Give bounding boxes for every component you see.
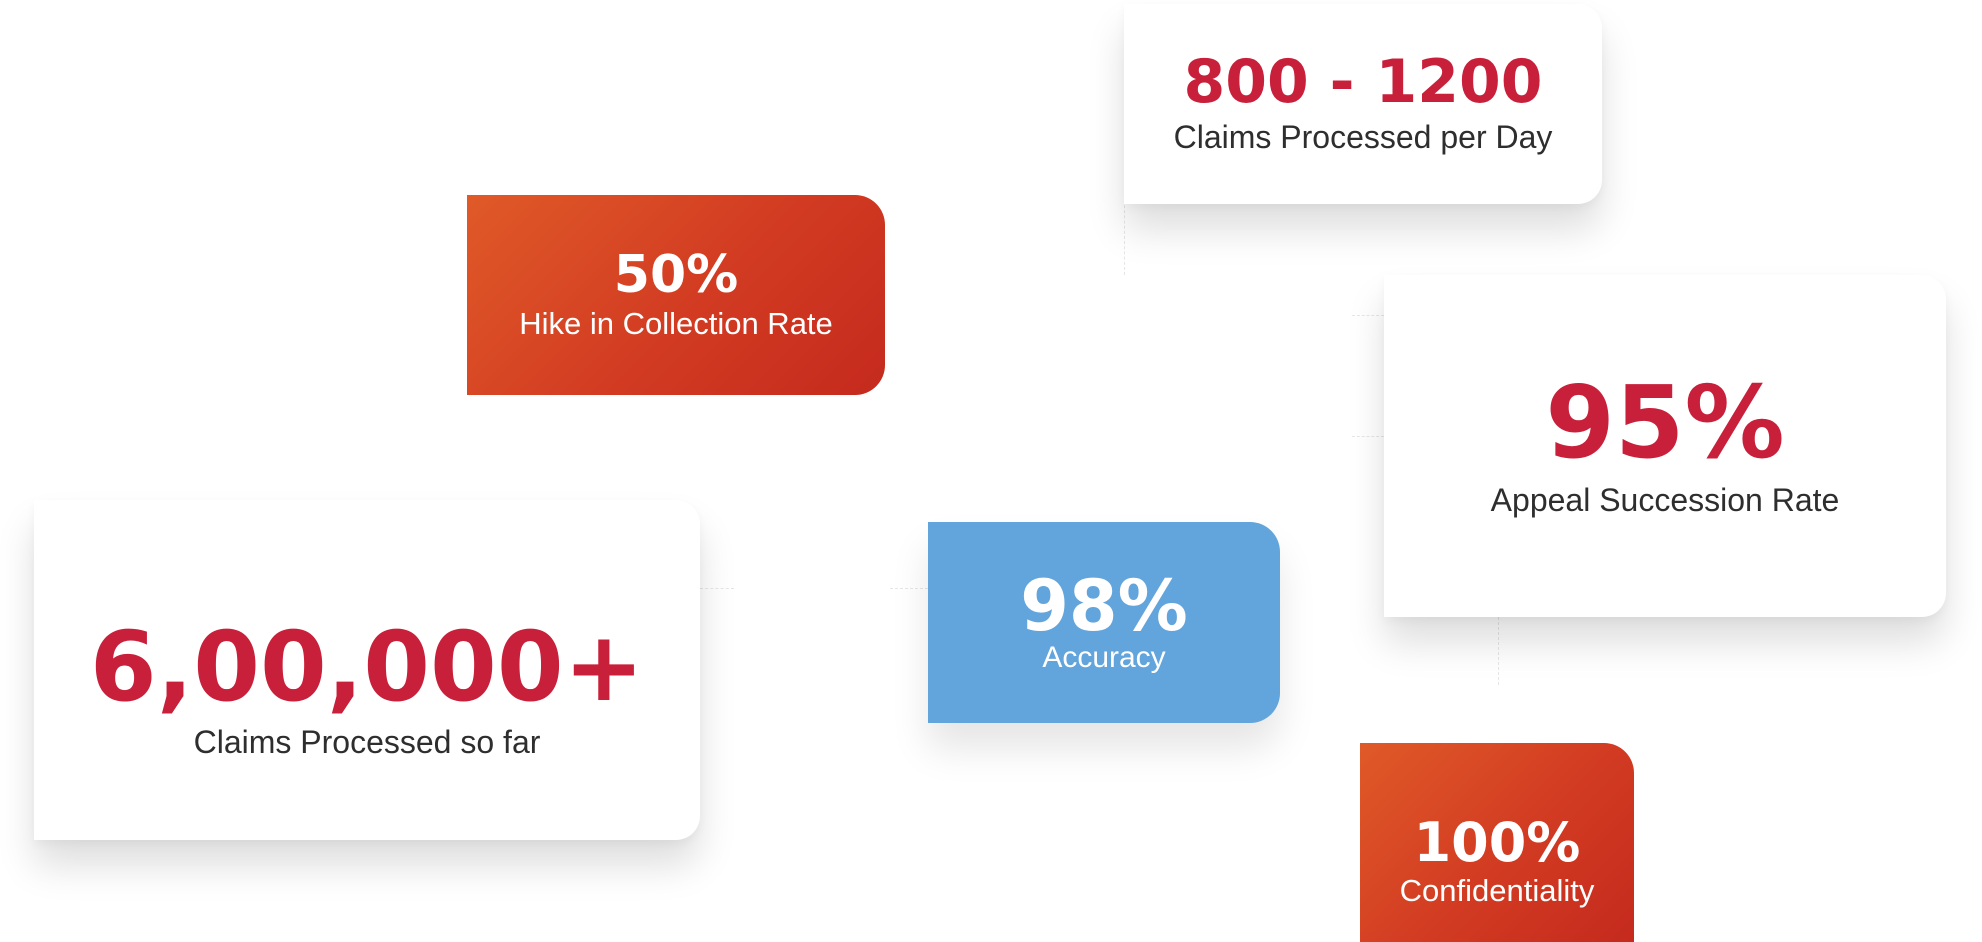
stat-label: Confidentiality xyxy=(1399,873,1595,909)
connector-line xyxy=(1352,436,1384,437)
connector-line xyxy=(890,588,928,589)
connector-line xyxy=(1352,315,1384,316)
connector-line xyxy=(700,588,734,589)
stat-value: 98% xyxy=(1020,565,1188,647)
stat-card-accuracy: 98% Accuracy xyxy=(928,522,1280,723)
stat-value: 95% xyxy=(1545,364,1785,482)
stat-value: 50% xyxy=(613,244,739,305)
stat-card-total-claims: 6,00,000+ Claims Processed so far xyxy=(34,500,700,840)
stat-value: 100% xyxy=(1413,811,1581,875)
connector-line xyxy=(1498,617,1499,685)
stat-card-claims-per-day: 800 - 1200 Claims Processed per Day xyxy=(1124,4,1602,204)
stat-value: 6,00,000+ xyxy=(89,611,645,724)
stat-card-collection-rate: 50% Hike in Collection Rate xyxy=(467,195,885,395)
stat-value: 800 - 1200 xyxy=(1183,47,1543,118)
stat-card-appeal-rate: 95% Appeal Succession Rate xyxy=(1384,275,1946,617)
stat-label: Hike in Collection Rate xyxy=(519,305,833,341)
stat-card-confidentiality: 100% Confidentiality xyxy=(1360,743,1634,942)
connector-line xyxy=(1124,200,1125,275)
stat-label: Accuracy xyxy=(1042,641,1166,674)
stat-label: Claims Processed per Day xyxy=(1173,119,1553,156)
stat-label: Appeal Succession Rate xyxy=(1490,482,1840,519)
stat-label: Claims Processed so far xyxy=(193,724,541,761)
